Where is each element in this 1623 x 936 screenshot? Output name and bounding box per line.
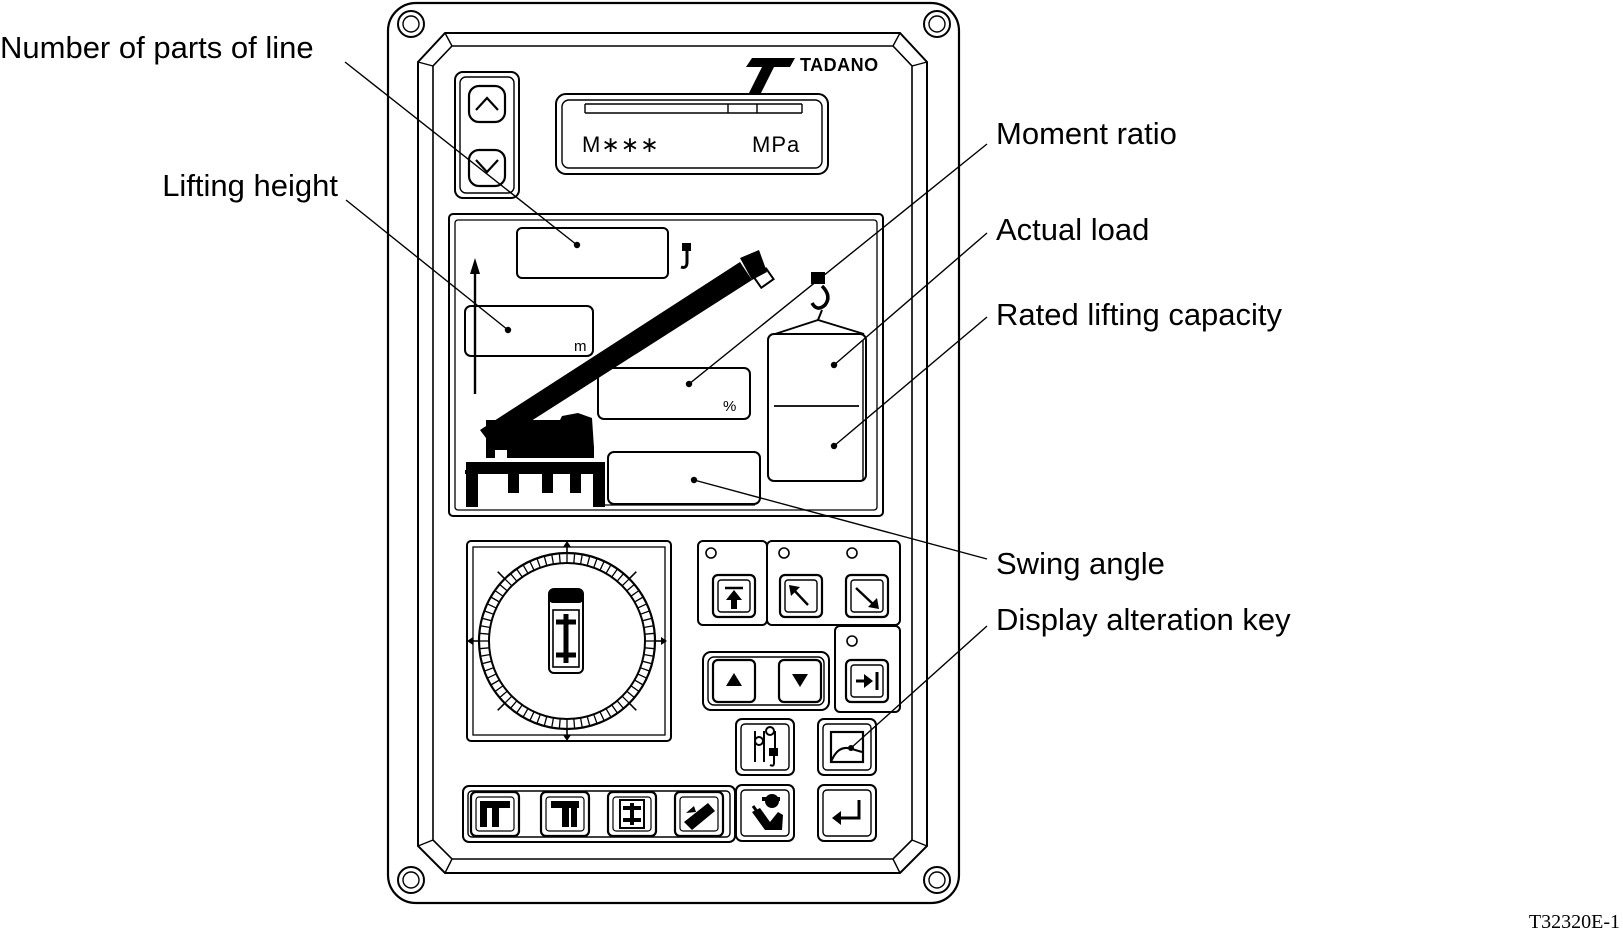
moment-ratio-readout	[597, 367, 751, 420]
mounting-hole-icon	[397, 10, 425, 38]
hoist-rope-button[interactable]	[735, 718, 795, 776]
tadano-logo-icon	[746, 58, 795, 95]
callout-rated-lifting-capacity: Rated lifting capacity	[996, 297, 1283, 332]
boom-telescope-icon	[725, 586, 743, 609]
brand-name: TADANO	[800, 55, 879, 75]
height-arrow-icon	[470, 258, 480, 394]
boom-lower-button[interactable]	[844, 573, 890, 619]
value-up-button[interactable]	[711, 658, 757, 704]
boom-lower-icon	[855, 587, 879, 609]
callout-swing-angle: Swing angle	[996, 546, 1165, 581]
operator-icon	[751, 794, 783, 830]
outrigger-full-icon	[480, 801, 510, 827]
callout-lifting-height: Lifting height	[162, 168, 338, 203]
outrigger-full-button[interactable]	[469, 790, 521, 838]
callout-display-alteration-key: Display alteration key	[996, 602, 1291, 637]
outrigger-carrier-icon	[619, 799, 645, 829]
main-display: m %	[448, 213, 884, 517]
scroll-up-button[interactable]	[467, 84, 507, 124]
outrigger-mid-button[interactable]	[539, 790, 591, 838]
enter-icon	[832, 800, 861, 825]
load-readout-box	[767, 333, 867, 482]
panel-frame	[386, 1, 961, 905]
swing-angle-readout	[607, 451, 761, 505]
function-keys	[462, 540, 901, 843]
parts-of-line-readout	[516, 227, 669, 279]
figure-id: T32320E-1	[1529, 911, 1620, 933]
next-item-button[interactable]	[844, 658, 890, 704]
boom-raise-button[interactable]	[778, 573, 824, 619]
outrigger-mid-icon	[551, 801, 579, 827]
callout-number-of-parts-of-line: Number of parts of line	[0, 30, 314, 65]
leader-lines	[344, 61, 988, 751]
hook-block-icon	[810, 272, 830, 321]
lcd-left-readout: M∗∗∗	[582, 132, 660, 157]
lcd-unit-readout: MPa	[752, 132, 800, 157]
scroll-key-group	[454, 71, 520, 199]
mounting-hole-icon	[923, 866, 951, 894]
indicator-lamp	[778, 547, 790, 559]
jib-button[interactable]	[673, 790, 725, 838]
lifting-height-unit: m	[574, 338, 587, 355]
enter-button[interactable]	[817, 784, 877, 842]
swing-compass	[466, 540, 672, 742]
jib-icon	[684, 803, 715, 830]
hoist-rope-icon	[754, 726, 778, 767]
compass-dial-icon	[467, 541, 667, 741]
callout-actual-load: Actual load	[996, 212, 1149, 247]
display-alteration-icon	[829, 730, 865, 764]
mounting-hole-icon	[923, 10, 951, 38]
display-alteration-button[interactable]	[817, 718, 877, 776]
indicator-lamp	[846, 547, 858, 559]
moment-ratio-unit: %	[723, 398, 736, 415]
pressure-lcd: M∗∗∗ MPa	[555, 93, 829, 175]
indicator-lamp	[705, 547, 717, 559]
outrigger-carrier-button[interactable]	[606, 790, 658, 838]
mounting-hole-icon	[397, 866, 425, 894]
arrow-right-bar-icon	[856, 672, 879, 690]
triangle-down-icon	[792, 674, 808, 687]
chevron-down-icon	[475, 159, 499, 174]
brand-logo: TADANO	[746, 55, 879, 95]
callout-moment-ratio: Moment ratio	[996, 116, 1177, 151]
triangle-up-icon	[726, 673, 742, 686]
boom-telescope-button[interactable]	[711, 573, 757, 619]
boom-raise-icon	[789, 585, 809, 606]
hook-icon	[680, 243, 691, 269]
chevron-up-icon	[475, 96, 499, 111]
operator-button[interactable]	[735, 784, 795, 842]
crane-icon	[465, 250, 775, 507]
scroll-down-button[interactable]	[467, 148, 507, 188]
indicator-lamp	[846, 635, 858, 647]
value-down-button[interactable]	[777, 658, 823, 704]
lifting-height-readout	[464, 305, 594, 357]
